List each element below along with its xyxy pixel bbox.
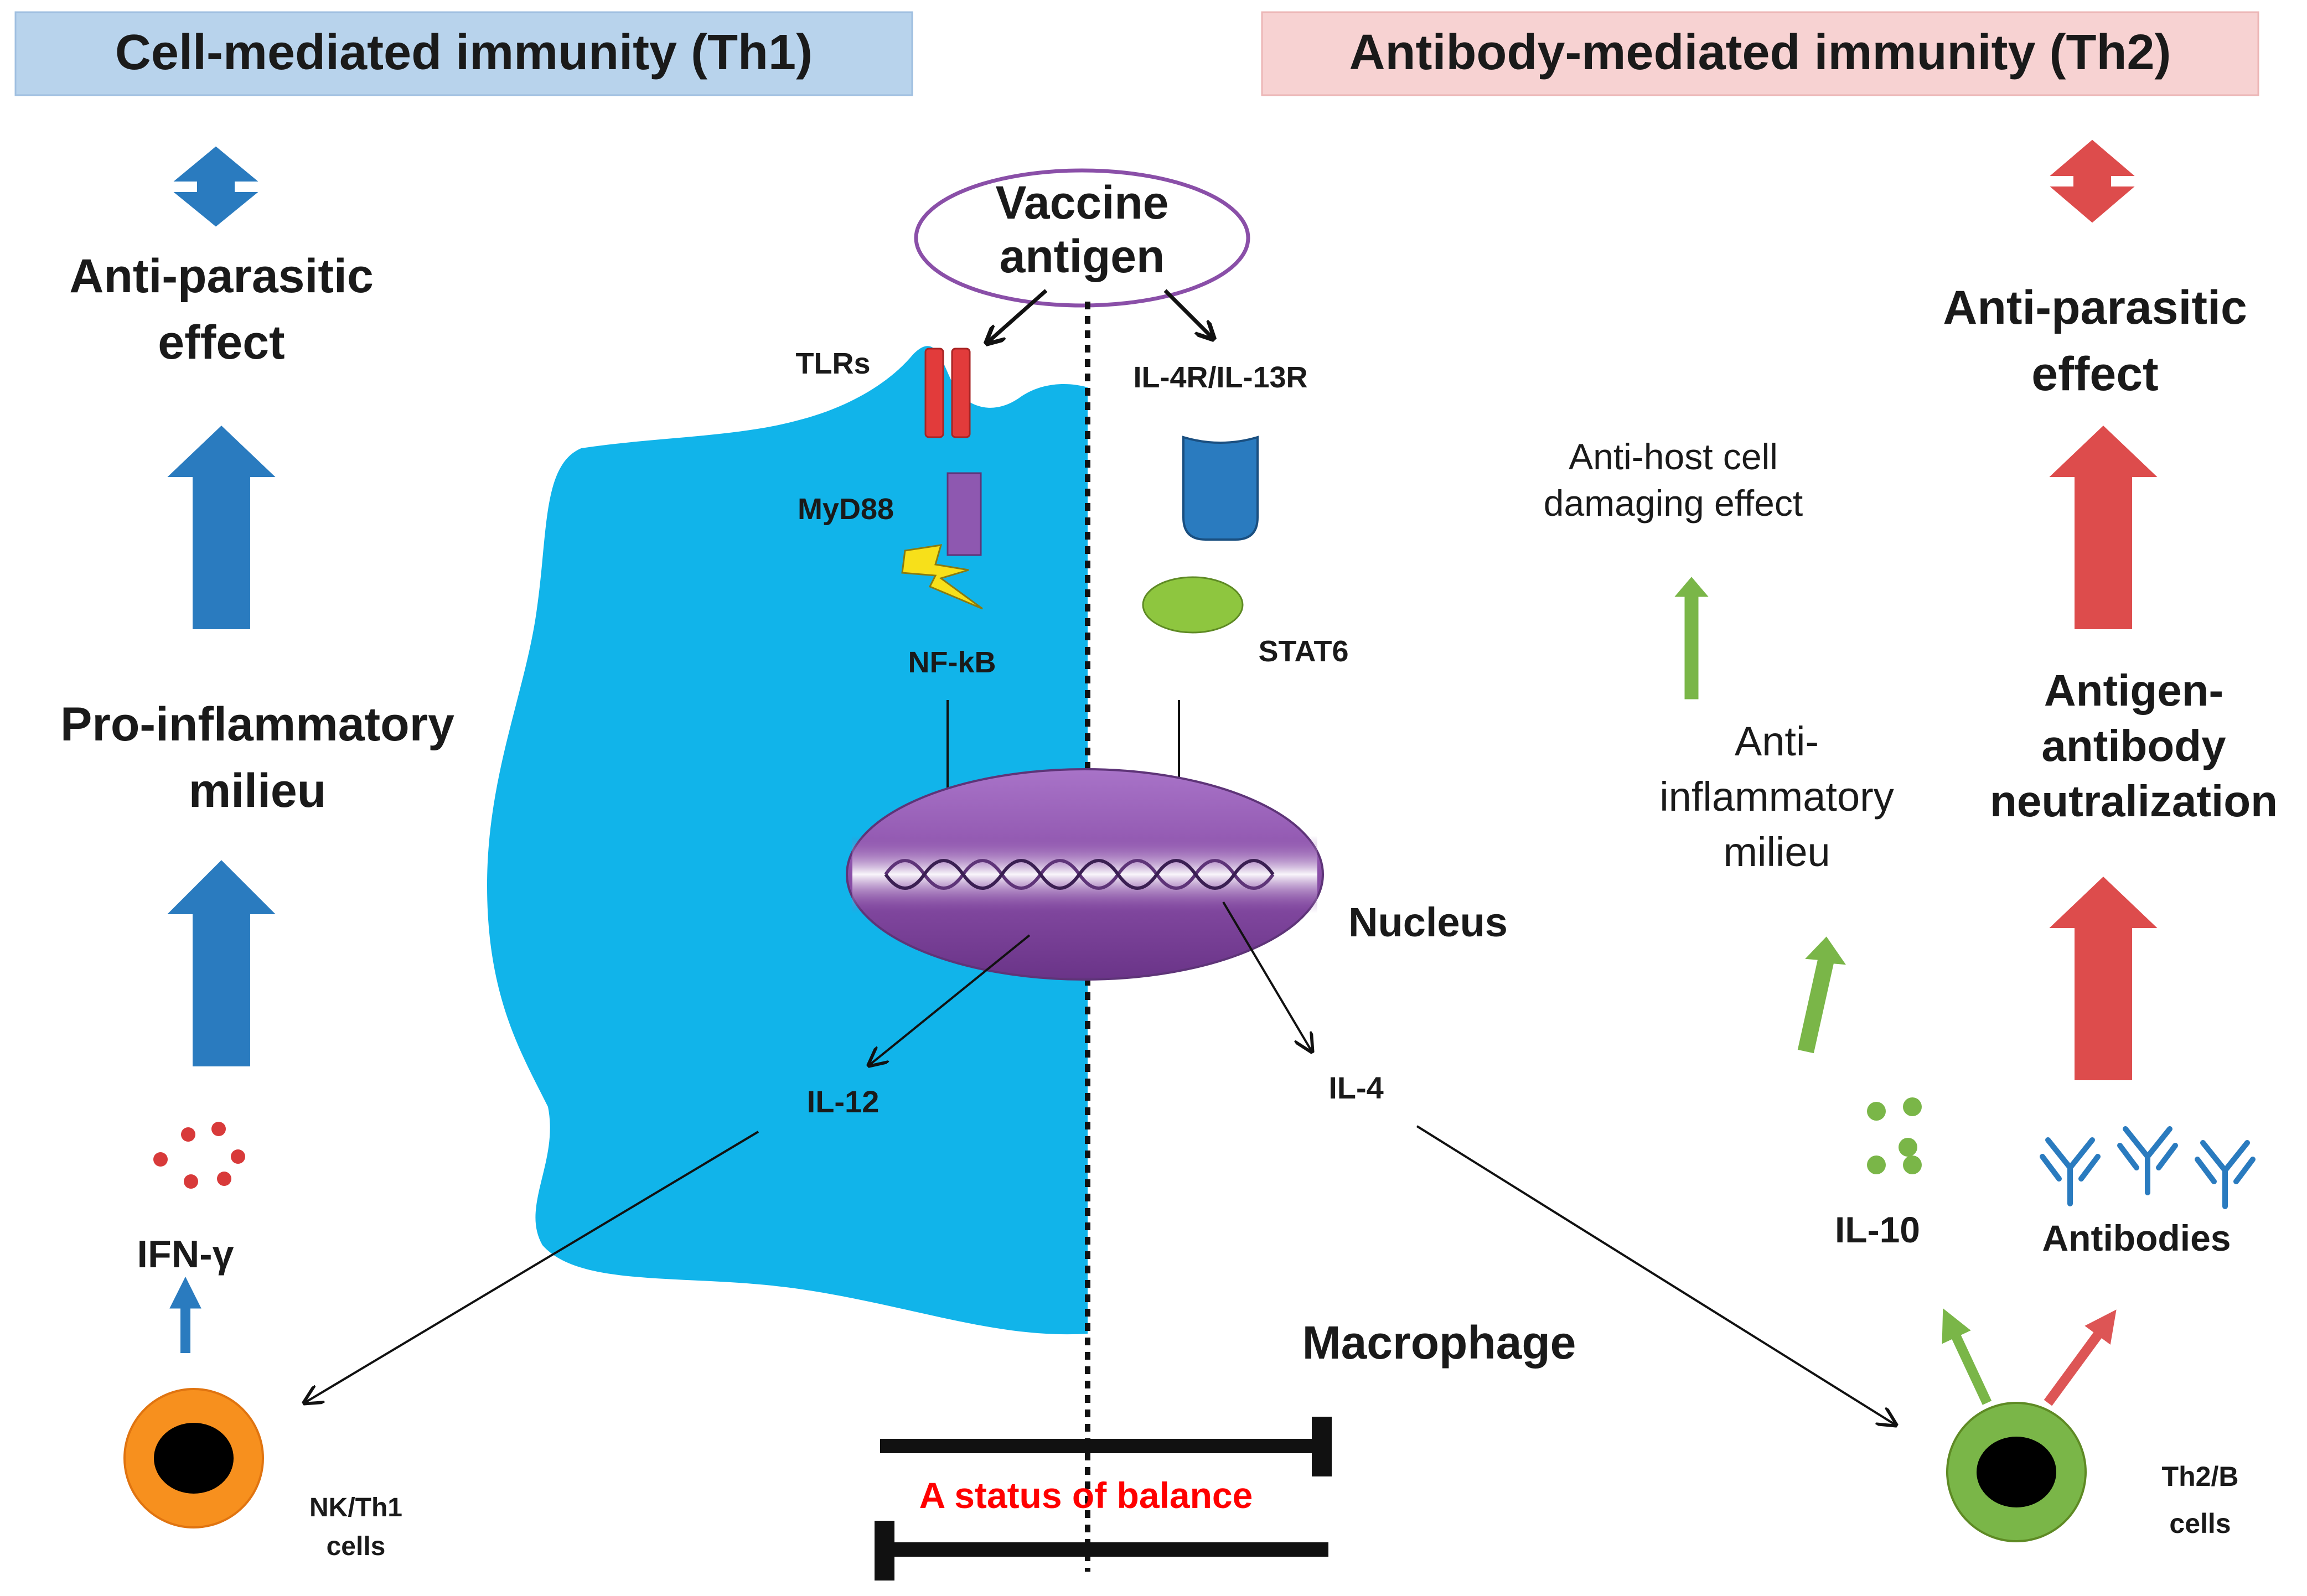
macrophage-cell [487,346,1747,1334]
double-arrow-icon-right [2044,137,2141,226]
tlrs-label: TLRs [796,347,871,380]
il4-label: IL-4 [1328,1070,1384,1105]
arrow-antigen-to-tlrs [988,289,1048,342]
tlr-receptor-icon [924,348,971,438]
anti-inflammatory-line1: Anti- [1735,718,1819,764]
ifn-molecules-icon [153,1122,245,1189]
antibodies-label: Antibodies [2042,1217,2231,1258]
lightning-icon [901,544,983,610]
dna-band [852,836,1317,913]
arrow-cells-to-antibodies [2044,1309,2117,1406]
vaccine-label-line2: antigen [1000,230,1165,282]
arrow-il12-to-nk-cells [304,1131,759,1403]
il10-molecules-icon [1867,1097,1922,1174]
neutralization-line2: antibody [2041,721,2226,770]
anti-host-line1: Anti-host cell [1569,436,1778,477]
nk-cells-line1: NK/Th1 [309,1493,402,1522]
up-arrow-icon-left-top [159,421,284,633]
myd88-label: MyD88 [798,493,894,526]
anti-inflammatory-line3: milieu [1723,829,1830,875]
vaccine-label-line1: Vaccine [996,177,1169,229]
th2-cells-line1: Th2/B [2162,1461,2239,1492]
il4r-receptor-icon [1182,436,1259,541]
pro-inflammatory-line1: Pro-inflammatory [60,698,454,751]
header-th1: Cell-mediated immunity (Th1) [14,11,913,96]
right-column: Anti-parasitic effect Antigen- antibody … [1544,137,2278,1542]
il4r-il13r-label: IL-4R/IL-13R [1133,361,1307,394]
left-anti-parasitic-line2: effect [158,316,285,369]
anti-host-line2: damaging effect [1544,483,1803,524]
arrow-antigen-to-il4r [1163,289,1212,338]
neutralization-line3: neutralization [1990,776,2278,826]
th2-cells-line2: cells [2169,1508,2231,1539]
nucleus-label: Nucleus [1348,899,1508,945]
pro-inflammatory-line2: milieu [189,764,327,817]
arrow-il4-to-th2-cells [1416,1125,1896,1425]
ifn-label: IFN-γ [137,1232,234,1276]
anti-inflammatory-line2: inflammatory [1659,774,1894,820]
arrow-cells-to-il10 [1942,1308,1992,1405]
arrow-nucleus-to-il12 [869,934,1031,1065]
antibodies-icon [2040,1126,2256,1209]
stat6-label: STAT6 [1258,635,1348,668]
right-anti-parasitic-line1: Anti-parasitic [1943,281,2247,334]
nucleus [846,768,1324,981]
balance-label: A status of balance [919,1475,1253,1516]
macrophage-label: Macrophage [1302,1317,1576,1369]
myd88-adaptor-icon [946,472,982,556]
right-anti-parasitic-line2: effect [2031,348,2158,401]
il10-label: IL-10 [1835,1209,1920,1250]
arrow-nucleus-to-il4 [1222,901,1312,1051]
green-up-arrow-icon-bottom [1796,934,1850,1055]
up-arrow-icon-left-bottom [159,855,284,1070]
left-column: Anti-parasitic effect Pro-inflammatory m… [60,143,454,1561]
nfkb-label: NF-kB [908,646,996,679]
left-anti-parasitic-line1: Anti-parasitic [69,250,374,303]
nk-cells-line2: cells [327,1532,386,1561]
green-up-arrow-icon-top [1670,574,1713,701]
stat6-icon [1142,576,1244,634]
il12-label: IL-12 [807,1084,880,1119]
neutralization-line1: Antigen- [2044,666,2223,715]
header-th2: Antibody-mediated immunity (Th2) [1261,11,2259,96]
up-arrow-icon-right-bottom [2041,872,2166,1084]
header-th1-label: Cell-mediated immunity (Th1) [115,25,813,80]
balance-indicator [875,1417,1332,1581]
up-arrow-icon-right-top [2041,421,2166,633]
vaccine-antigen: Vaccine antigen [914,168,1250,308]
header-th2-label: Antibody-mediated immunity (Th2) [1349,25,2171,80]
double-arrow-icon-left [167,143,265,230]
